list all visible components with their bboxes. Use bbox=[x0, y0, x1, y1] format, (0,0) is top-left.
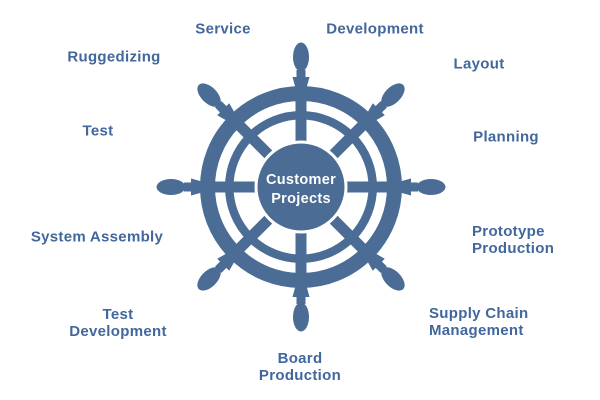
label-development: Development bbox=[326, 20, 424, 38]
label-ruggedizing: Ruggedizing bbox=[67, 48, 161, 66]
center-label: Customer Projects bbox=[265, 172, 337, 207]
label-layout: Layout bbox=[453, 55, 505, 73]
label-test: Test bbox=[82, 122, 114, 140]
label-test-development: Test Development bbox=[69, 306, 167, 340]
label-prototype-production: Prototype Production bbox=[472, 223, 555, 257]
wheel-hub bbox=[257, 143, 345, 231]
label-system-assembly: System Assembly bbox=[30, 228, 164, 246]
label-supply-chain-management: Supply Chain Management bbox=[429, 305, 529, 339]
label-service: Service bbox=[195, 20, 251, 38]
ship-wheel-icon bbox=[156, 42, 446, 332]
label-board-production: Board Production bbox=[258, 350, 342, 384]
wheel-inner-ring bbox=[225, 111, 377, 263]
wheel-rim bbox=[200, 86, 402, 288]
label-planning: Planning bbox=[473, 128, 539, 146]
